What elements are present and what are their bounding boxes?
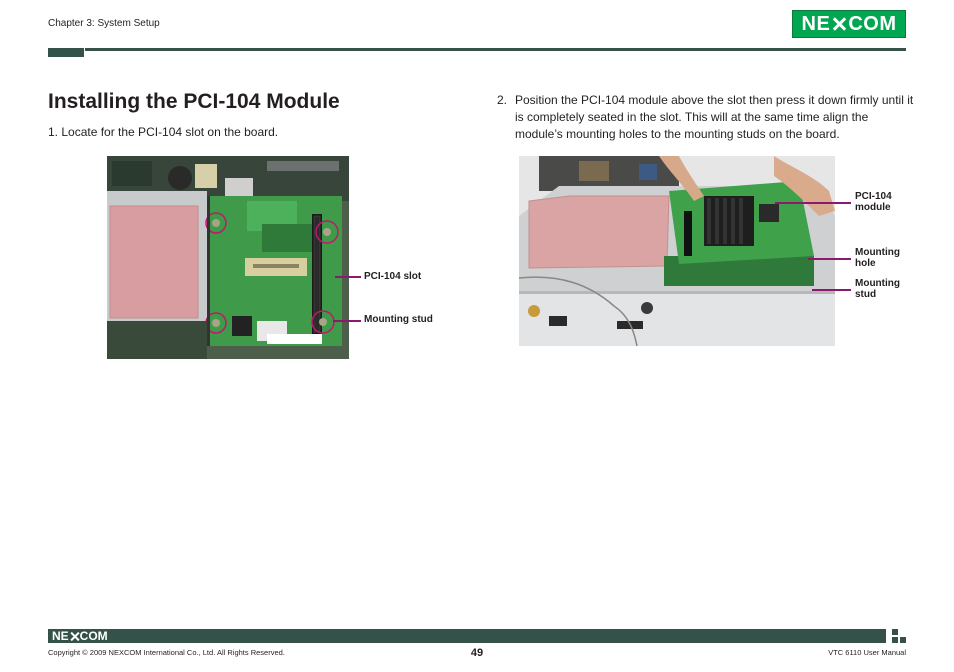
- copyright-text: Copyright © 2009 NEXCOM International Co…: [48, 648, 285, 657]
- manual-title: VTC 6110 User Manual: [828, 648, 906, 657]
- step-2: 2. Position the PCI-104 module above the…: [497, 92, 917, 143]
- callout-mounting-stud-2: Mounting stud: [855, 278, 900, 300]
- board-photo-module: [519, 156, 835, 346]
- header-rule-block: [48, 48, 84, 57]
- page-number: 49: [470, 647, 484, 659]
- callout-line-stud-1: [333, 320, 361, 322]
- footer-square-2: [892, 637, 898, 643]
- step-2-number: 2.: [497, 93, 508, 107]
- callout-mounting-hole: Mounting hole: [855, 247, 900, 269]
- step-2-text: Position the PCI-104 module above the sl…: [515, 93, 914, 141]
- callout-pci104-module: PCI-104 module: [855, 191, 892, 213]
- footer-square-1: [892, 629, 898, 635]
- callout-mounting-stud-1: Mounting stud: [364, 314, 433, 325]
- board-photo-module-illustration: [519, 156, 835, 346]
- callout-line-hole: [808, 258, 851, 260]
- logo-x-mark: [832, 17, 846, 31]
- footer-logo-x-mark: [70, 632, 79, 641]
- callout-line-stud-2: [812, 289, 851, 291]
- board-photo-slot: [107, 156, 349, 359]
- footer-bar: [48, 629, 886, 643]
- footer-square-3: [900, 637, 906, 643]
- chapter-heading: Chapter 3: System Setup: [48, 18, 160, 29]
- step-1-text: 1. Locate for the PCI-104 slot on the bo…: [48, 125, 279, 139]
- header-rule: [85, 48, 906, 51]
- callout-pci104-slot: PCI-104 slot: [364, 271, 422, 282]
- callout-line-module: [775, 202, 851, 204]
- callout-line-slot: [335, 276, 361, 278]
- page-title: Installing the PCI-104 Module: [48, 90, 340, 113]
- board-photo-slot-illustration: [107, 156, 349, 359]
